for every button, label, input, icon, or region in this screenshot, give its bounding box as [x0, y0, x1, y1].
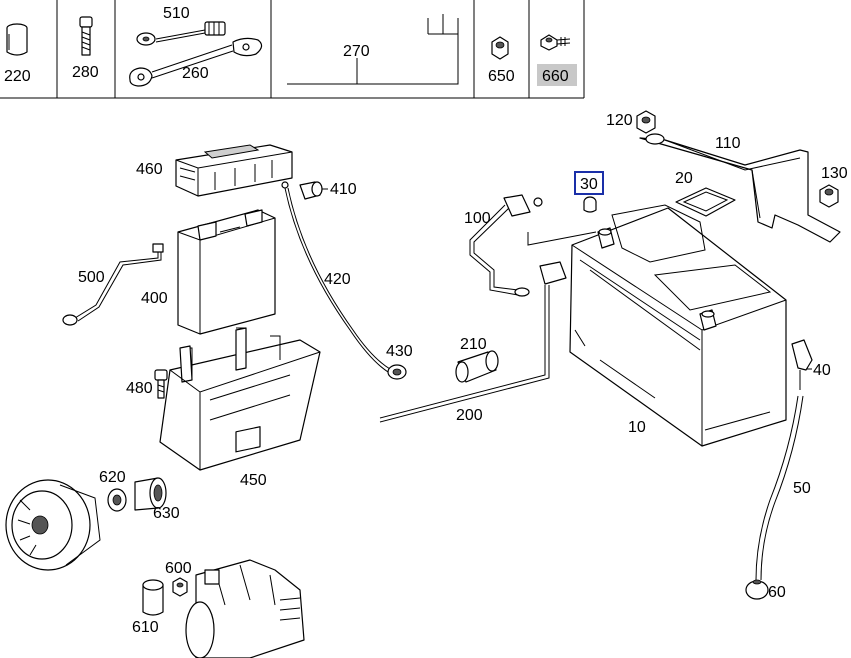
callout-460: 460: [136, 161, 163, 178]
part-450-battery-tray[interactable]: [159, 327, 321, 471]
part-260-thumbnail[interactable]: [129, 37, 263, 87]
part-480-bolt[interactable]: [154, 369, 168, 399]
callout-450: 450: [240, 472, 267, 489]
callout-120: 120: [606, 112, 633, 129]
header-label-270: 270: [343, 43, 370, 60]
callout-30[interactable]: 30: [580, 176, 598, 193]
selected-part-highlight: [574, 171, 604, 195]
part-270-thumbnail[interactable]: [287, 14, 459, 85]
callout-410: 410: [330, 181, 357, 198]
callout-10: 10: [628, 419, 646, 436]
part-10-main-battery[interactable]: [569, 204, 787, 447]
part-650-thumbnail[interactable]: [491, 36, 509, 60]
part-120-nut[interactable]: [636, 110, 656, 134]
part-20-pad[interactable]: [675, 187, 736, 217]
part-500-ground-strap[interactable]: [62, 243, 164, 326]
callout-600: 600: [165, 560, 192, 577]
part-100-cable[interactable]: [469, 194, 567, 297]
header-label-660: 660: [542, 68, 569, 85]
alternator-illustration: [5, 479, 101, 571]
part-220-thumbnail[interactable]: [6, 23, 28, 56]
callout-40: 40: [813, 362, 831, 379]
callout-20: 20: [675, 170, 693, 187]
callout-620: 620: [99, 469, 126, 486]
header-cell-660-background: [537, 64, 577, 86]
starter-motor-illustration: [185, 559, 305, 658]
header-label-220: 220: [4, 68, 31, 85]
part-600-nut[interactable]: [172, 577, 188, 597]
part-200-cable[interactable]: [379, 285, 550, 423]
part-60-plug[interactable]: [745, 579, 769, 600]
callout-420: 420: [324, 271, 351, 288]
part-420-cable[interactable]: [284, 187, 391, 373]
header-parts-strip: 220 280 510 260 270 650 660: [0, 0, 585, 99]
header-label-280: 280: [72, 64, 99, 81]
part-400-auxiliary-battery[interactable]: [177, 209, 276, 335]
callout-130: 130: [821, 165, 848, 182]
part-40-elbow[interactable]: [791, 339, 813, 390]
part-30-terminal-cap[interactable]: [583, 196, 597, 213]
header-label-260: 260: [182, 65, 209, 82]
part-610-sleeve[interactable]: [142, 579, 164, 616]
part-460-battery-cover[interactable]: [175, 144, 293, 197]
callout-50: 50: [793, 480, 811, 497]
callout-210: 210: [460, 336, 487, 353]
callout-610: 610: [132, 619, 159, 636]
callout-110: 110: [715, 135, 741, 152]
part-620-bushing[interactable]: [107, 488, 127, 512]
part-280-thumbnail[interactable]: [79, 16, 93, 56]
callout-200: 200: [456, 407, 483, 424]
callout-480: 480: [126, 380, 153, 397]
part-130-nut[interactable]: [819, 184, 839, 208]
part-210-sleeve[interactable]: [455, 350, 499, 383]
part-110-ground-bracket[interactable]: [639, 133, 841, 243]
header-label-650: 650: [488, 68, 515, 85]
part-510-thumbnail[interactable]: [136, 21, 226, 46]
part-50-vent-hose[interactable]: [755, 395, 804, 581]
callout-430: 430: [386, 343, 413, 360]
part-630-sleeve[interactable]: [134, 477, 167, 511]
callout-400: 400: [141, 290, 168, 307]
callout-60: 60: [768, 584, 786, 601]
header-label-510: 510: [163, 5, 190, 22]
part-410-connector[interactable]: [281, 181, 323, 200]
part-660-thumbnail[interactable]: [540, 34, 571, 51]
callout-630: 630: [153, 505, 180, 522]
callout-100: 100: [464, 210, 491, 227]
callout-500: 500: [78, 269, 105, 286]
part-430-grommet[interactable]: [387, 364, 407, 380]
